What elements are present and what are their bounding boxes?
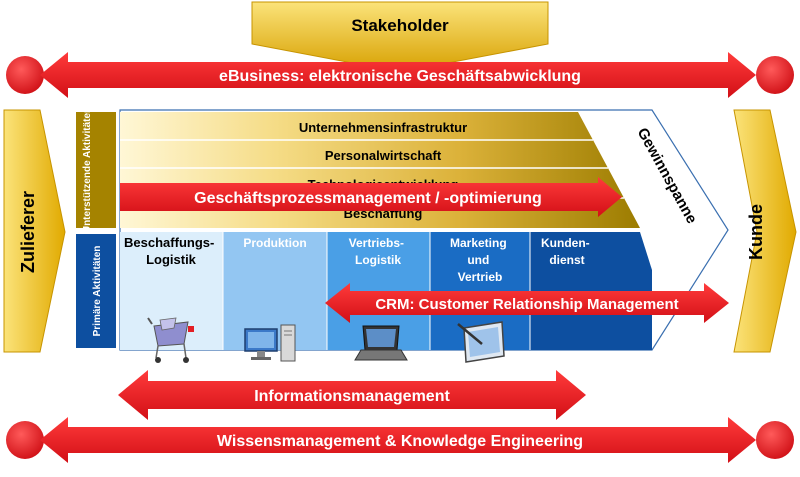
primary-kundendienst-label: Kunden- dienst (541, 236, 593, 267)
info-label: Informationsmanagement (254, 388, 450, 405)
support-side-box: Unterstützende Aktivitäten (76, 107, 116, 233)
ebusiness-arrow: eBusiness: elektronische Geschäftsabwick… (6, 52, 794, 98)
zulieferer-label: Zulieferer (18, 191, 38, 273)
primary-vertriebslogistik-label: Vertriebs- Logistik (349, 236, 408, 267)
kunde-arrow: Kunde (733, 109, 797, 353)
shopping-cart-icon (147, 317, 194, 363)
zulieferer-arrow: Zulieferer (3, 109, 66, 353)
support-row-label: Personalwirtschaft (325, 148, 442, 163)
ebusiness-label: eBusiness: elektronische Geschäftsabwick… (219, 68, 581, 85)
primary-marketing-label: Marketing und Vertrieb (450, 236, 510, 284)
desktop-computer-icon (244, 324, 296, 362)
primary-title: Primäre Aktivitäten (92, 246, 103, 337)
stakeholder-arrow: Stakeholder (251, 1, 549, 73)
crm-arrow: CRM: Customer Relationship Management (325, 283, 729, 323)
wissen-arrow: Wissensmanagement & Knowledge Engineerin… (6, 417, 794, 463)
gpm-arrow: Geschäftsprozessmanagement / -optimierun… (120, 177, 622, 217)
stakeholder-label: Stakeholder (351, 16, 449, 35)
primary-produktion-label: Produktion (243, 236, 306, 250)
info-arrow: Informationsmanagement (118, 370, 586, 420)
primary-beschaffungslogistik-label: Beschaffungs- Logistik (124, 235, 218, 267)
crm-label: CRM: Customer Relationship Management (375, 296, 678, 313)
kunde-label: Kunde (746, 204, 766, 260)
support-row-label: Unternehmensinfrastruktur (299, 120, 467, 135)
gpm-label: Geschäftsprozessmanagement / -optimierun… (194, 190, 542, 207)
laptop-icon (354, 325, 408, 361)
tablet-pen-icon (457, 321, 505, 363)
wissen-label: Wissensmanagement & Knowledge Engineerin… (217, 433, 583, 450)
support-title: Unterstützende Aktivitäten (82, 107, 93, 233)
primary-side-box: Primäre Aktivitäten (76, 234, 116, 348)
